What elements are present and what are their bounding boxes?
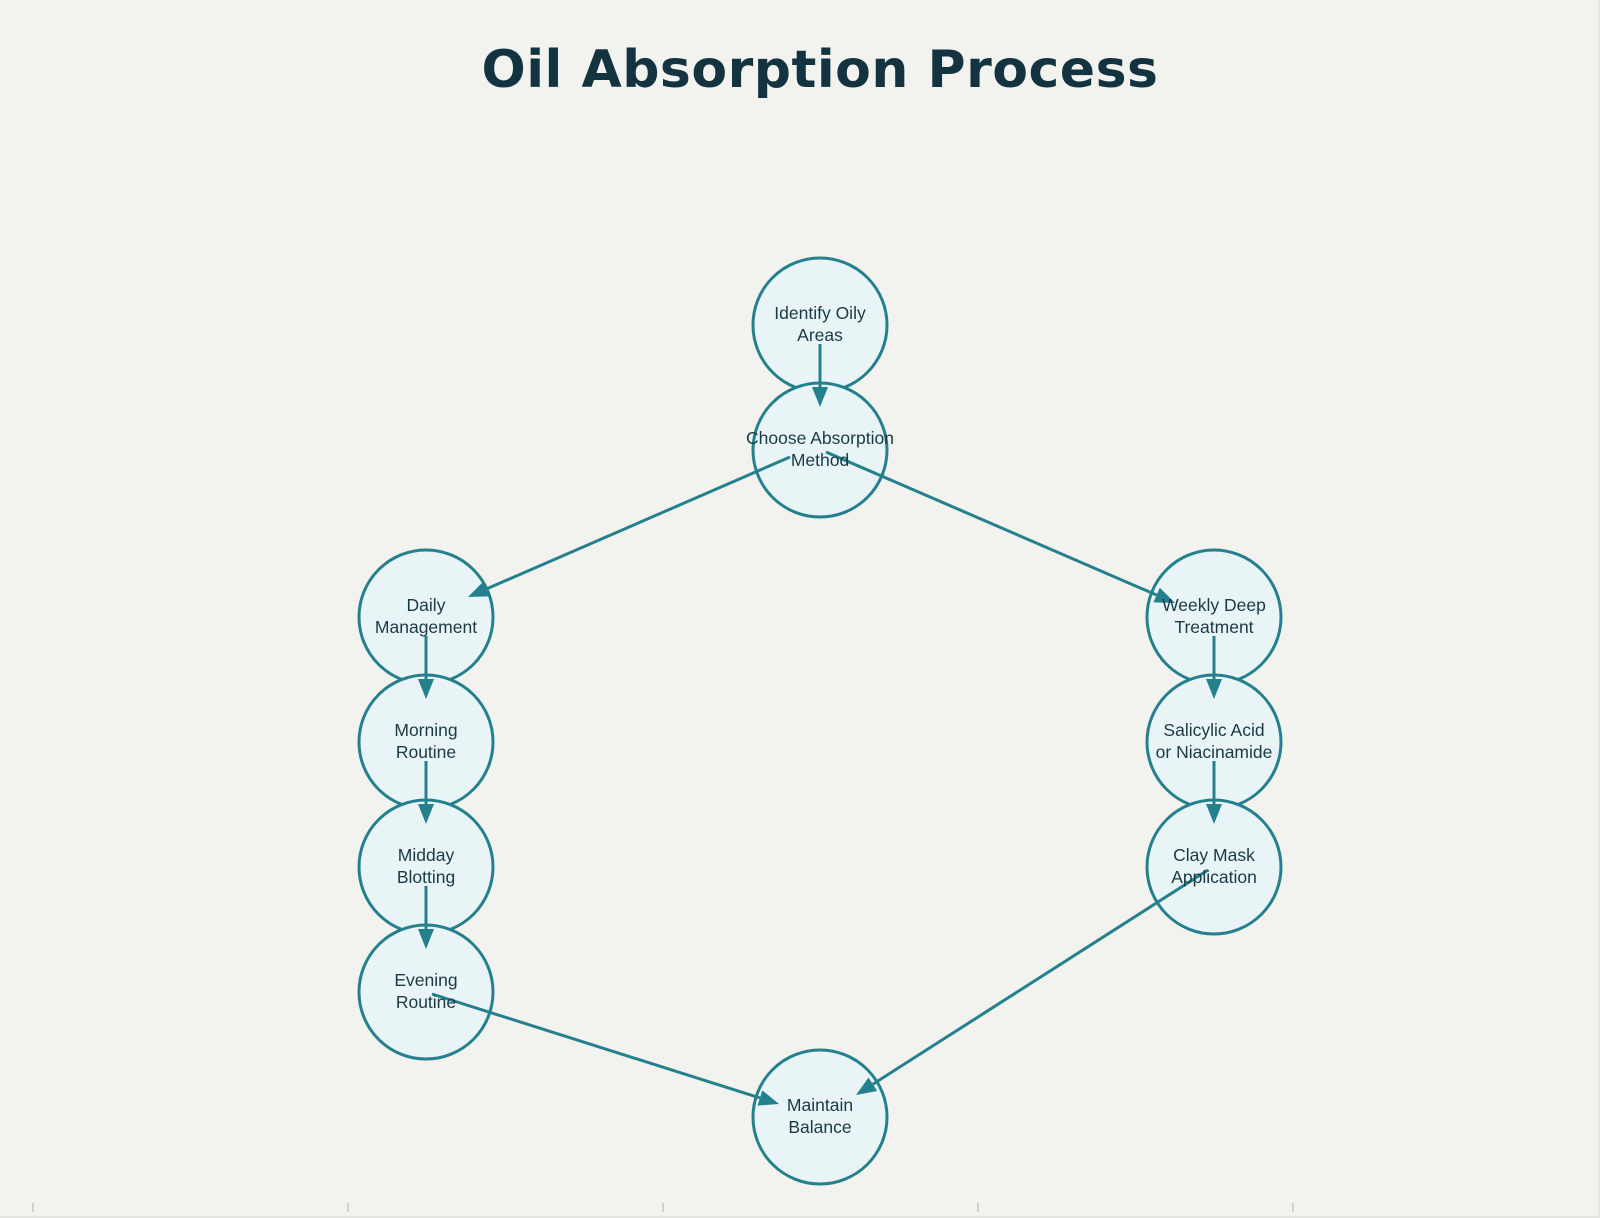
node-label-line: Routine <box>396 742 456 762</box>
node-label-line: Application <box>1171 867 1257 887</box>
arrow-head-icon <box>418 679 434 699</box>
arrow-head-icon <box>1206 679 1222 699</box>
edge-clay-to-maintain <box>872 868 1209 1086</box>
arrow-head-icon <box>1206 804 1222 824</box>
node-label-line: Midday <box>398 845 455 865</box>
node-label-line: Evening <box>394 970 457 990</box>
axis-ticks <box>32 1203 1294 1212</box>
node-label-line: Maintain <box>787 1095 853 1115</box>
arrow-head-icon <box>757 1090 779 1106</box>
node-label-line: Daily <box>407 595 446 615</box>
arrow-head-icon <box>418 929 434 949</box>
arrow-head-icon <box>1153 587 1175 603</box>
node-maintain <box>751 1048 889 1186</box>
edge-choose-to-weekly <box>825 450 1158 597</box>
node-label-line: Blotting <box>397 867 455 887</box>
edge-choose-to-daily <box>485 455 791 591</box>
arrow-head-icon <box>468 581 490 597</box>
node-label-line: Choose Absorption <box>746 428 894 448</box>
node-label-line: Treatment <box>1174 617 1253 637</box>
arrow-head-icon <box>418 804 434 824</box>
node-label-line: Routine <box>396 992 456 1012</box>
diagram-title: Oil Absorption Process <box>481 40 1159 100</box>
node-label-line: Weekly Deep <box>1162 595 1266 615</box>
node-label-line: Salicylic Acid <box>1163 720 1264 740</box>
edge-evening-to-maintain <box>431 992 761 1100</box>
node-label-line: Clay Mask <box>1173 845 1255 865</box>
arrow-head-icon <box>812 387 828 407</box>
node-label-line: or Niacinamide <box>1156 742 1273 762</box>
node-label-line: Areas <box>797 325 843 345</box>
node-label-line: Balance <box>788 1117 851 1137</box>
node-label-line: Management <box>375 617 477 637</box>
edge-layer <box>418 344 1222 1106</box>
node-label-line: Method <box>791 450 849 470</box>
node-label-line: Identify Oily <box>774 303 866 323</box>
arrow-head-icon <box>856 1077 878 1095</box>
node-label-line: Morning <box>394 720 457 740</box>
